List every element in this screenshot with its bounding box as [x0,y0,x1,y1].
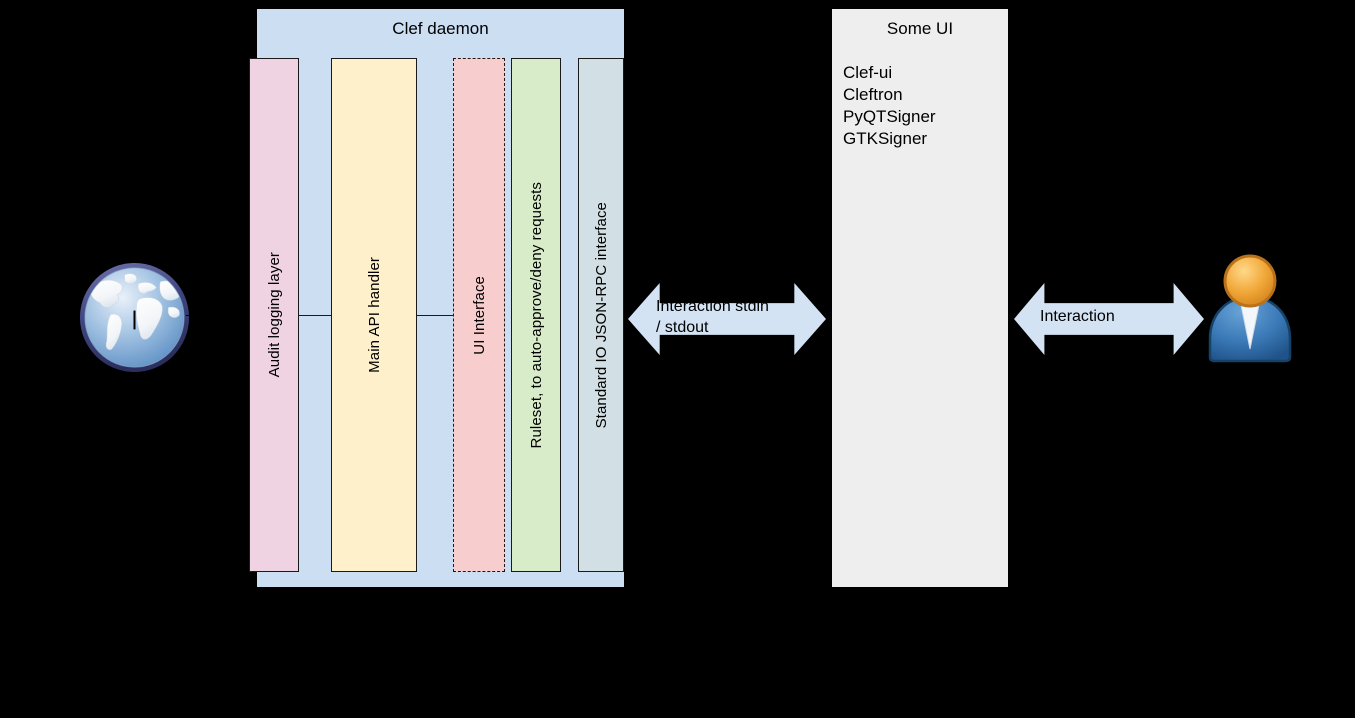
block-label: Standard IO JSON-RPC interface [592,201,610,429]
list-item: GTKSigner [843,129,928,148]
stdio-interaction-arrow-label: Interaction stdin / stdout [656,298,769,336]
list-item: Cleftron [843,85,903,104]
clef-daemon-panel [257,9,624,587]
connector-line-mainapi-to-uiinterface [416,315,454,316]
block-audit-logging-layer[interactable]: Audit logging layer [249,58,299,572]
block-label: UI Interface [470,275,488,355]
some-ui-title: Some UI [886,19,954,38]
globe-connector-line [186,315,250,316]
block-main-api-handler[interactable]: Main API handler [331,58,417,572]
block-label: Ruleset, to auto-approve/deny requests [527,181,545,449]
block-label: Main API handler [365,257,383,373]
block-label: Audit logging layer [265,252,283,378]
some-ui-list: Clef-ui Cleftron PyQTSigner GTKSigner [843,62,1008,150]
user-icon [1202,253,1298,363]
connector-line-audit-to-mainapi [299,315,332,316]
clef-daemon-title: Clef daemon [392,19,489,38]
some-ui-panel [832,9,1008,587]
globe-icon [75,258,194,377]
list-item: Clef-ui [843,63,893,82]
block-standard-io-jsonrpc-interface[interactable]: Standard IO JSON-RPC interface [578,58,624,572]
block-ruleset[interactable]: Ruleset, to auto-approve/deny requests [511,58,561,572]
block-ui-interface[interactable]: UI Interface [453,58,505,572]
user-interaction-arrow-label: Interaction [1040,308,1115,325]
list-item: PyQTSigner [843,107,936,126]
